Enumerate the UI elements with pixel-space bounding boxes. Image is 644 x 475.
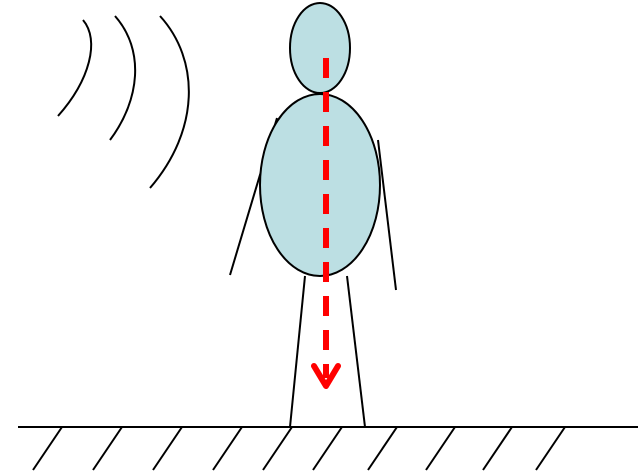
person-figure xyxy=(229,2,397,428)
sound-arc-small xyxy=(57,19,93,117)
sound-arc-medium xyxy=(109,15,137,141)
ground-hatch xyxy=(212,426,243,471)
ground-hatch xyxy=(152,426,183,471)
person-body xyxy=(259,93,381,277)
ground-hatch xyxy=(262,426,293,471)
ground-hatch xyxy=(32,426,63,471)
ground-hatch xyxy=(535,426,566,471)
ground-hatch xyxy=(482,426,513,471)
person-head xyxy=(289,2,351,94)
sound-arc-large xyxy=(149,15,190,189)
ground xyxy=(18,426,638,471)
sound-waves xyxy=(57,15,190,189)
ground-hatch xyxy=(92,426,123,471)
right-leg xyxy=(346,275,366,428)
downward-arrow xyxy=(311,58,341,389)
ground-hatch xyxy=(312,426,343,471)
arrow-head xyxy=(311,363,341,389)
left-leg xyxy=(289,275,306,428)
right-arm xyxy=(377,139,397,291)
ground-hatch xyxy=(367,426,398,471)
ground-hatch xyxy=(425,426,456,471)
